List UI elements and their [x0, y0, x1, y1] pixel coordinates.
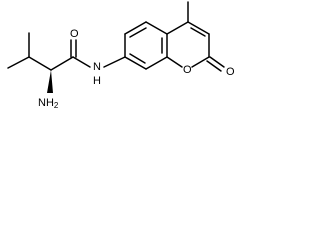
bond-ring-b2-inner [190, 27, 206, 37]
bond-ring-b2 [187, 21, 210, 35]
bond-lactone-co-2 [206, 60, 222, 72]
bond-ring-a5 [145, 56, 168, 70]
bond-lactone-co-1 [209, 56, 225, 68]
atom-labels: NH2 O N H O O [38, 28, 235, 110]
bond-ring-b1 [166, 21, 189, 35]
bond-alpha-carbonyl [50, 56, 74, 71]
atom-label-amide-n: N [93, 61, 101, 73]
bond-ring-b4 [191, 56, 210, 68]
atom-label-amide-o: O [70, 28, 79, 40]
bond-ring-a-inner-3 [129, 53, 146, 64]
bond-ring-a2 [124, 21, 147, 35]
bonds [7, 1, 225, 93]
bond-n-ring [103, 56, 126, 68]
bond-methyl-left [7, 56, 30, 69]
atom-label-nh2: NH2 [38, 97, 59, 110]
bond-ring-a3 [145, 21, 168, 35]
bond-ring-b5 [166, 56, 183, 68]
chemical-structure: NH2 O N H O O [7, 1, 235, 110]
bond-ring-a6 [124, 56, 147, 70]
bond-carbonyl-n [72, 56, 91, 68]
bond-ch-alpha [28, 56, 52, 71]
bond-ring-a-inner-1 [129, 27, 147, 38]
atom-label-amide-h: H [93, 75, 101, 87]
atom-nh2-sub: 2 [54, 101, 59, 110]
bond-wedge-nh2 [47, 70, 53, 93]
atom-label-ring-o: O [183, 64, 192, 76]
atom-label-carbonyl-o: O [226, 66, 235, 78]
atom-nh2-main: NH [38, 97, 54, 109]
